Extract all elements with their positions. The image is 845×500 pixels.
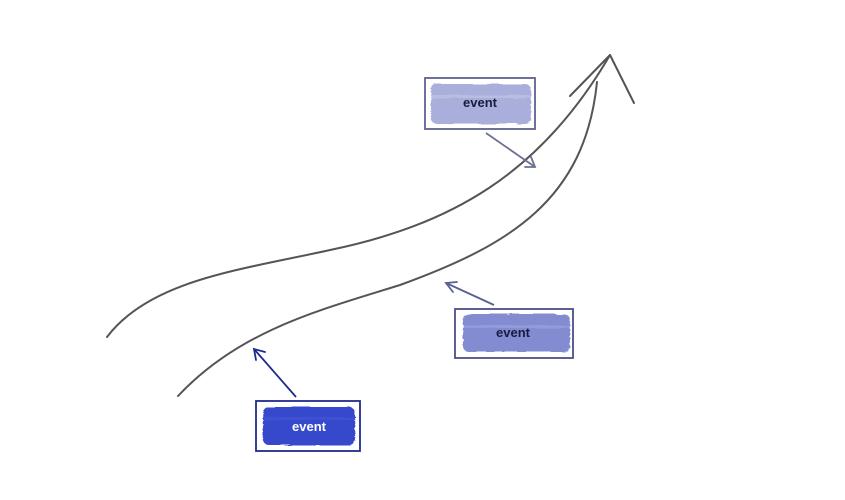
event-3-frame	[424, 77, 536, 130]
event-1-connector-arrow	[253, 348, 297, 398]
event-2-brush-fill	[463, 314, 570, 352]
path-curve-lower	[177, 81, 598, 397]
event-card-3[interactable]: event	[424, 77, 537, 168]
progress-path	[106, 54, 635, 397]
event-3-arrowhead	[524, 156, 537, 168]
event-2-frame	[454, 308, 574, 359]
event-card-1[interactable]: event	[252, 347, 361, 452]
event-2-label: event	[496, 325, 531, 340]
event-3-brush-fill	[431, 84, 531, 124]
event-2-connector-arrow	[445, 282, 495, 306]
event-1-arrowhead	[252, 347, 266, 361]
event-card-2[interactable]: event	[444, 281, 574, 359]
event-3-label: event	[463, 95, 498, 110]
event-1-frame	[255, 400, 361, 452]
event-1-brush-fill	[263, 407, 355, 445]
event-3-connector-arrow	[485, 132, 536, 168]
path-arrowhead	[569, 54, 635, 104]
event-2-arrowhead	[444, 281, 458, 293]
event-1-label: event	[292, 419, 327, 434]
path-curve-upper	[106, 54, 611, 338]
